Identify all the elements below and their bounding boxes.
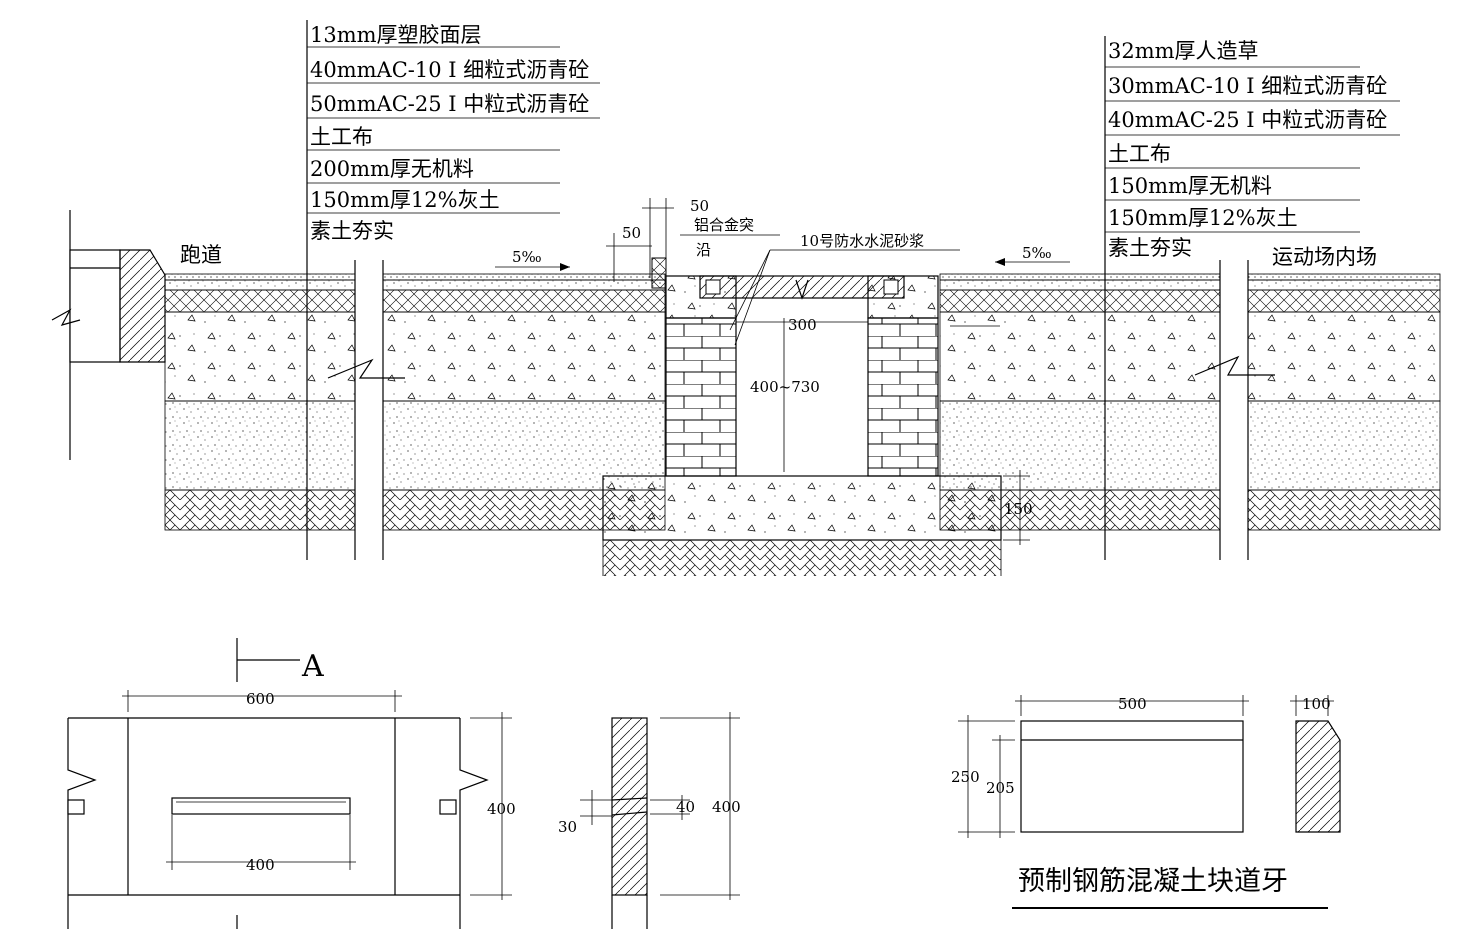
left-layer-4: 土工布: [310, 125, 373, 149]
dim-edge-50-top: 50: [690, 197, 709, 215]
right-layer-7: 素土夯实: [1108, 236, 1192, 260]
right-layer-3: 40mmAC-25 I 中粒式沥青砼: [1108, 108, 1387, 132]
right-layer-6: 150mm厚12%灰土: [1108, 206, 1298, 230]
grate-plan-view: A 600 400 400: [67, 638, 516, 929]
aluminum-edge-label-2: 沿: [696, 241, 711, 259]
right-layer-2: 30mmAC-10 I 细粒式沥青砼: [1108, 74, 1387, 98]
dim-channel-width: 300: [788, 316, 817, 334]
mortar-label: 10号防水水泥砂浆: [800, 232, 924, 250]
dim-section-height: 400: [712, 798, 741, 816]
slope-right-label: 5‰: [1022, 244, 1052, 262]
aluminum-edge-label-1: 铝合金突: [694, 216, 754, 234]
dim-channel-depth: 400~730: [750, 378, 820, 396]
curb-detail: 500 250 205 100 预制钢筋混凝土块道牙: [951, 695, 1341, 909]
left-layer-6: 150mm厚12%灰土: [310, 188, 500, 212]
left-layer-2: 40mmAC-10 I 细粒式沥青砼: [310, 58, 589, 82]
dim-slot-30: 30: [558, 818, 577, 836]
track-label: 跑道: [180, 243, 222, 267]
grate-side-section: 400 40 30: [558, 712, 741, 929]
dim-edge-50-side: 50: [622, 224, 641, 242]
dim-curb-width: 100: [1302, 695, 1331, 713]
pavement-section: [51, 20, 1441, 576]
slope-left-label: 5‰: [512, 248, 542, 266]
left-layer-3: 50mmAC-25 I 中粒式沥青砼: [310, 92, 589, 116]
dim-base-thickness: 150: [1004, 500, 1033, 518]
left-layer-1: 13mm厚塑胶面层: [310, 23, 482, 47]
dim-curb-inner: 205: [986, 779, 1015, 797]
dim-curb-height: 250: [951, 768, 980, 786]
dim-grate-length: 600: [246, 690, 275, 708]
left-layer-7: 素土夯实: [310, 219, 394, 243]
right-layer-list: 32mm厚人造草 30mmAC-10 I 细粒式沥青砼 40mmAC-25 I …: [1108, 39, 1387, 260]
right-layer-4: 土工布: [1108, 142, 1171, 166]
dim-curb-length: 500: [1118, 695, 1147, 713]
dim-slot-length: 400: [246, 856, 275, 874]
right-layer-1: 32mm厚人造草: [1108, 39, 1259, 63]
dim-slot-40: 40: [676, 798, 695, 816]
dim-grate-height: 400: [487, 800, 516, 818]
field-inner-label: 运动场内场: [1272, 245, 1377, 269]
section-mark-label: A: [301, 649, 324, 684]
left-layer-list: 13mm厚塑胶面层 40mmAC-10 I 细粒式沥青砼 50mmAC-25 I…: [310, 23, 589, 243]
right-layer-5: 150mm厚无机料: [1108, 174, 1272, 198]
curb-title: 预制钢筋混凝土块道牙: [1018, 866, 1288, 897]
left-layer-5: 200mm厚无机料: [310, 157, 474, 181]
